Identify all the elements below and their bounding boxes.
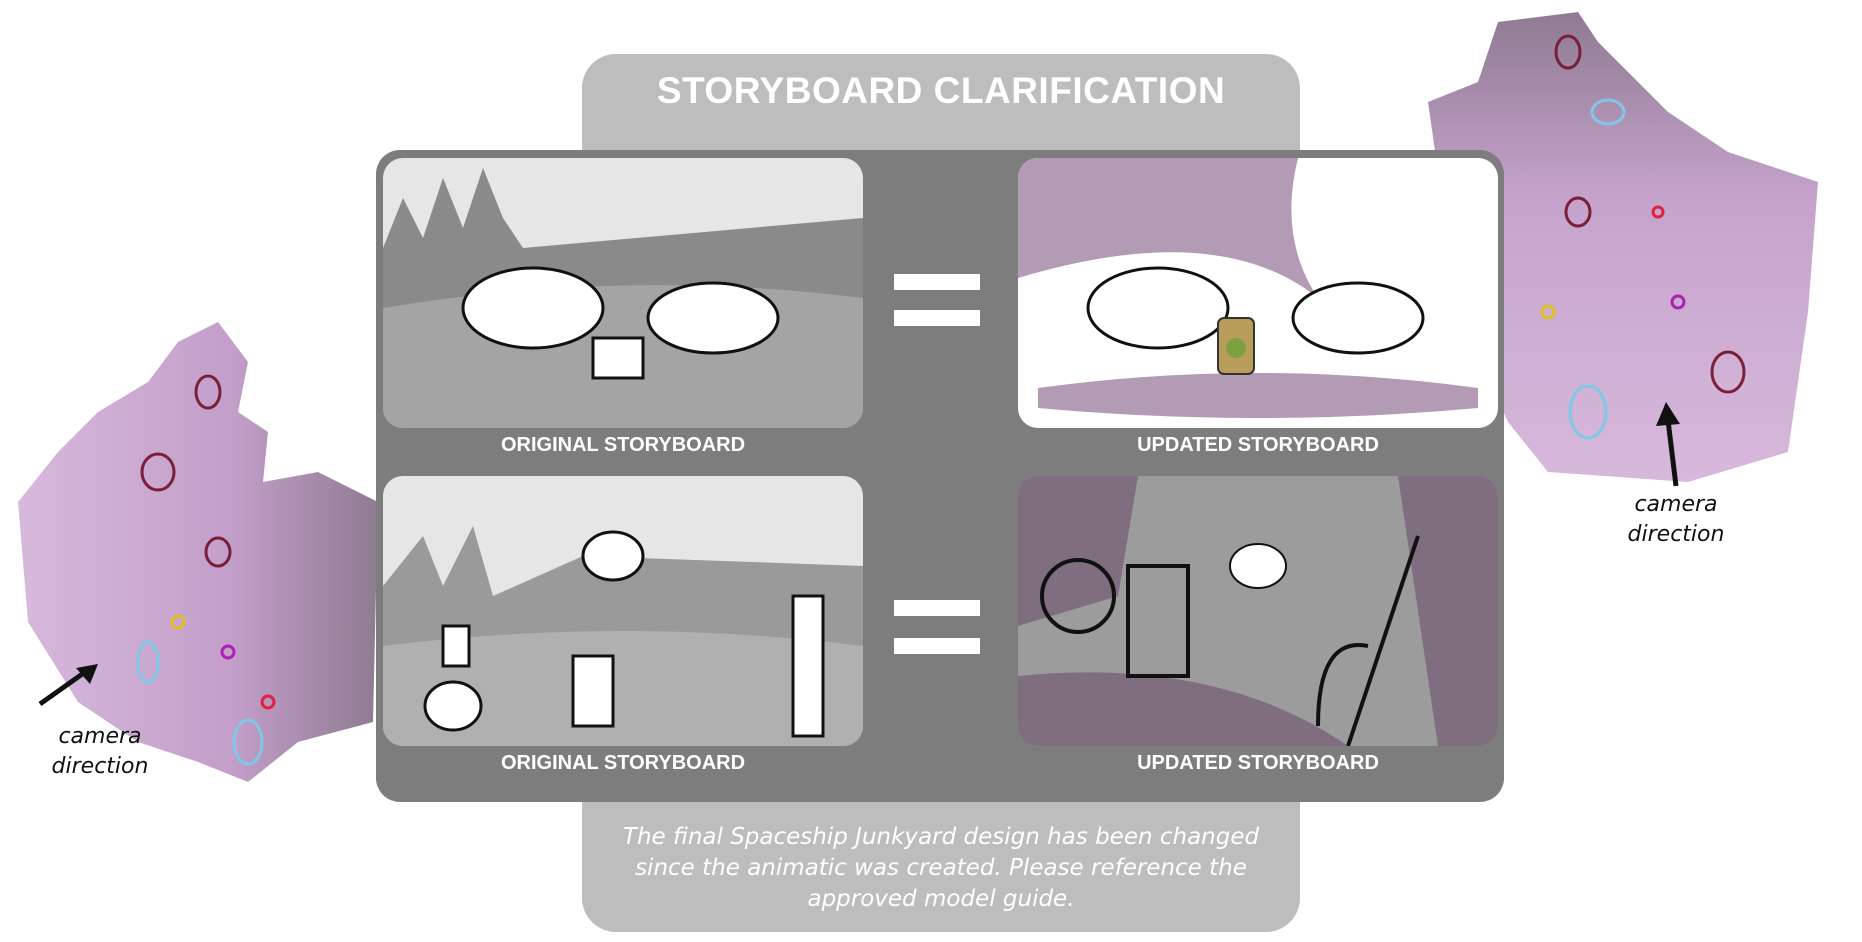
- left-terrain-map: [18, 322, 378, 782]
- storyboard-label: ORIGINAL STORYBOARD: [500, 434, 746, 456]
- direction-text: direction: [1627, 522, 1725, 547]
- camera-text: camera: [58, 724, 142, 749]
- right-camera-direction-label: camera direction: [1606, 490, 1746, 550]
- right-terrain-map: [1428, 12, 1818, 482]
- equals-bar: [894, 274, 980, 290]
- caption-text: The final Spaceship Junkyard design has …: [622, 824, 1260, 912]
- direction-text: direction: [51, 754, 149, 779]
- storyboard-label: ORIGINAL STORYBOARD: [500, 752, 746, 774]
- updated-storyboard-bottom: [1018, 476, 1498, 746]
- equals-bar: [894, 310, 980, 326]
- updated-storyboard-top: [1018, 158, 1498, 428]
- arrow-icon: [38, 664, 98, 707]
- arrow-icon: [1656, 402, 1680, 487]
- original-storyboard-bottom: [383, 476, 863, 746]
- equals-bar: [894, 638, 980, 654]
- storyboard-label: UPDATED STORYBOARD: [1137, 434, 1379, 456]
- page-title: STORYBOARD CLARIFICATION: [656, 70, 1226, 111]
- left-camera-direction-label: camera direction: [30, 722, 170, 782]
- storyboard-panel: ORIGINAL STORYBOARD UPDATED STORYBOARD O…: [376, 150, 1504, 802]
- original-storyboard-top: [383, 158, 863, 428]
- equals-bar: [894, 600, 980, 616]
- storyboard-label: UPDATED STORYBOARD: [1137, 752, 1379, 774]
- camera-text: camera: [1634, 492, 1718, 517]
